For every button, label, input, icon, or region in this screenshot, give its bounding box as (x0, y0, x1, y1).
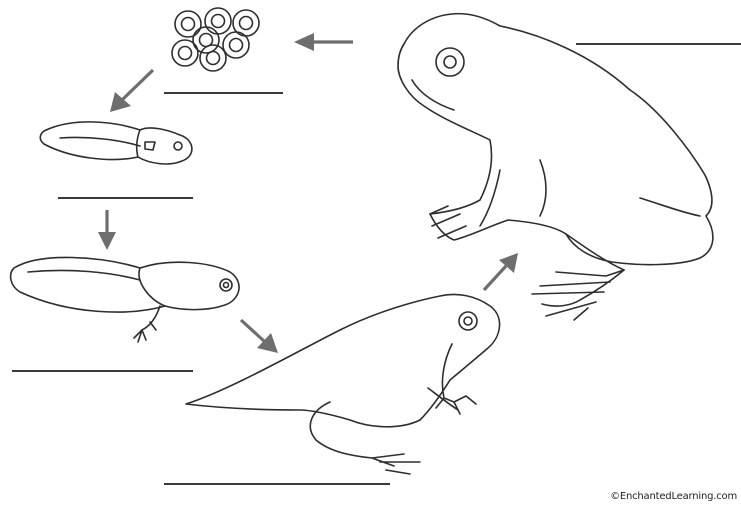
egg (172, 40, 198, 66)
tadpole-drawing (40, 122, 192, 164)
froglet-drawing (186, 294, 500, 474)
egg (200, 45, 226, 71)
arrow-legs-to-froglet (241, 320, 278, 353)
arrow-tadpole-to-legs (98, 210, 116, 250)
egg (223, 32, 249, 58)
eggs-cluster (172, 8, 259, 71)
arrow-adult-to-eggs (294, 33, 353, 51)
adult-frog-drawing (398, 14, 713, 320)
tadpole-with-legs-drawing (11, 257, 239, 342)
arrow-eggs-to-tadpole (110, 70, 153, 112)
arrow-froglet-to-adult (484, 253, 518, 290)
egg (175, 11, 201, 37)
egg (205, 8, 231, 34)
copyright-credit: ©EnchantedLearning.com (610, 491, 737, 502)
